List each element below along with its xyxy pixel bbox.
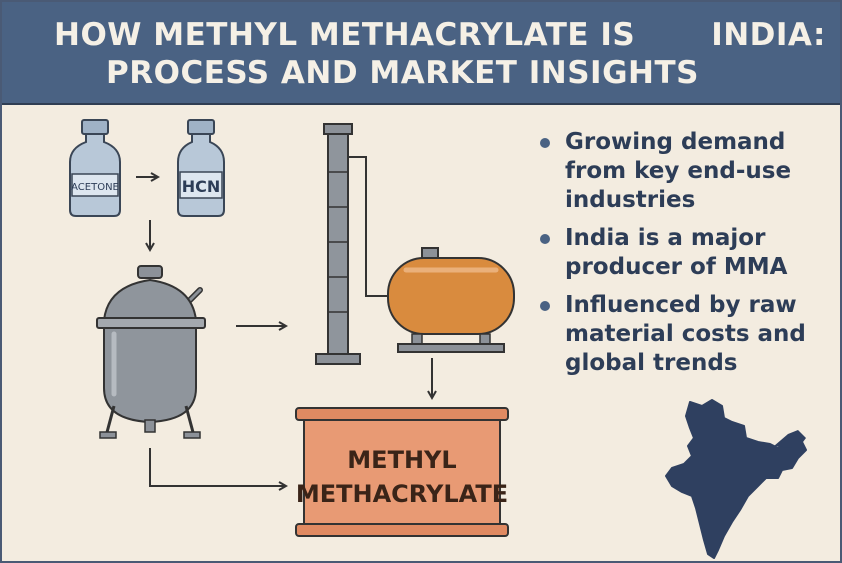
title-line-1-left: HOW METHYL METHACRYLATE IS [54,17,636,53]
insight-influences-line-3: global trends [565,350,738,376]
bullet-dot-icon [540,138,550,148]
acetone-label: ACETONE [71,182,119,193]
product-label-line-1: METHYL [347,446,456,474]
india-map-icon [665,399,807,559]
title-line-1-right: INDIA: [711,17,826,53]
insight-producer-line-2: producer of MMA [565,254,788,280]
arrow-reactor-to-product [149,448,286,486]
insight-item-demand: Growing demand from key end-use industri… [537,128,827,215]
title-line-1: HOW METHYL METHACRYLATE IS INDIA: [54,17,840,53]
distillation-column-icon [315,123,388,365]
insight-influences-line-2: material costs and [565,321,806,347]
reactor-vessel-icon [96,265,206,439]
title-banner: HOW METHYL METHACRYLATE IS INDIA: PROCESS… [2,2,840,105]
title-line-2: PROCESS AND MARKET INSIGHTS [106,55,699,91]
product-label-line-2: METHACRYLATE [296,480,508,508]
insight-producer-line-1: India is a major [565,225,766,251]
insight-influences-line-1: Influenced by raw [565,292,797,318]
insight-demand-line-2: from key end-use [565,158,792,184]
insight-item-producer: India is a major producer of MMA [537,224,827,282]
bullet-dot-icon [540,234,550,244]
hcn-bottle-icon: HCN [177,119,225,217]
insight-item-influences: Influenced by raw material costs and glo… [537,291,827,378]
product-drum-icon: METHYL METHACRYLATE [295,407,509,537]
market-insights-list: Growing demand from key end-use industri… [537,128,827,387]
insight-demand-line-1: Growing demand [565,129,786,155]
storage-tank-icon [387,247,515,353]
hcn-label: HCN [182,177,221,196]
bullet-dot-icon [540,301,550,311]
insight-demand-line-3: industries [565,187,696,213]
acetone-bottle-icon: ACETONE [69,119,121,217]
